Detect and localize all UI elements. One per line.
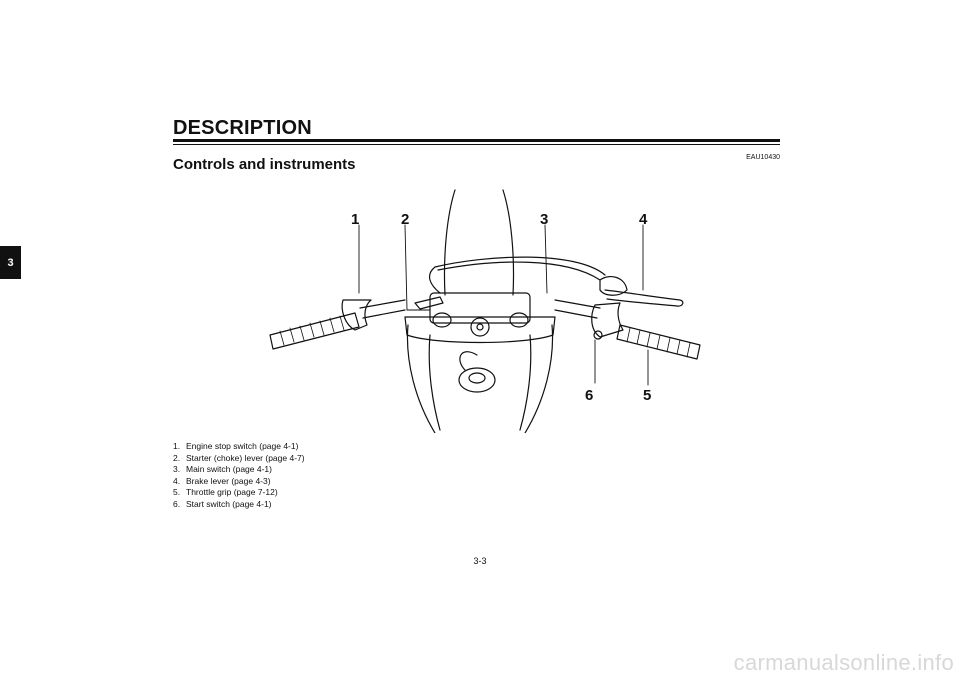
callout-3: 3 [540,211,548,228]
handlebar-right [554,299,601,319]
legend-text: Engine stop switch (page 4-1) [186,441,299,451]
chapter-tab: 3 [0,246,21,279]
triple-clamp [404,316,556,344]
steering-nut [470,317,490,337]
throttle-housing [591,302,624,338]
brake-master-cylinder [599,276,628,296]
callout-1: 1 [351,211,359,228]
legend-text: Brake lever (page 4-3) [186,475,271,486]
legend-text: Main switch (page 4-1) [186,464,272,475]
legend-number: 1. [173,441,181,451]
header-rule-thin [173,144,780,145]
legend-text: Start switch (page 4-1) [186,498,272,509]
legend-number: 2. [173,452,181,463]
callout-2: 2 [401,211,409,228]
starter-choke-lever [414,296,444,310]
legend-item: 1. Engine stop switch (page 4-1) [173,441,305,453]
brake-lever [604,289,684,307]
fork-left [428,334,441,431]
figure-legend: 1. Engine stop switch (page 4-1) 2. Starte… [173,441,305,511]
handlebar-left [359,299,406,319]
watermark-text: carmanualsonline.info [733,650,954,675]
legend-number: 6. [173,498,181,509]
callout-5: 5 [643,387,651,404]
legend-item: 5. Throttle grip (page 7-12) [173,487,305,499]
legend-text: Throttle grip (page 7-12) [186,487,278,498]
legend-item: 3. Main switch (page 4-1) [173,464,305,476]
left-grip [269,312,360,350]
legend-text: Starter (choke) lever (page 4-7) [186,452,305,463]
fork-cap-left [432,312,452,328]
header-rule-thick [173,139,780,142]
breather-hose [459,351,478,371]
fork-right [519,334,532,431]
front-body-outline [406,324,554,433]
legend-number: 5. [173,487,181,498]
reference-code: EAU10430 [746,154,780,161]
leader-line-3 [544,224,548,294]
callout-6: 6 [585,387,593,404]
engine-stop-switch [341,299,372,331]
callout-4: 4 [639,211,648,228]
legend-number: 3. [173,464,181,475]
legend-item: 6. Start switch (page 4-1) [173,499,305,511]
leader-line-2 [404,224,431,311]
legend-item: 2. Starter (choke) lever (page 4-7) [173,453,305,465]
right-grip [616,324,701,360]
fork-cap-right [509,312,529,328]
fuel-cap [458,367,496,393]
number-plate-outline [443,189,515,296]
control-cables [428,256,606,294]
fuel-cap-inner [468,372,486,384]
legend-number: 4. [173,475,181,486]
page-number: 3-3 [473,556,487,566]
handlebar-clamp [429,292,531,324]
legend-item: 4. Brake lever (page 4-3) [173,476,305,488]
page-header-title: DESCRIPTION [173,117,312,139]
steering-nut-center [476,323,484,331]
handlebar-controls-illustration: 1 2 3 4 5 6 [269,189,701,433]
start-switch [593,330,603,340]
chapter-tab-label: 3 [7,256,14,269]
section-heading: Controls and instruments [173,156,356,173]
